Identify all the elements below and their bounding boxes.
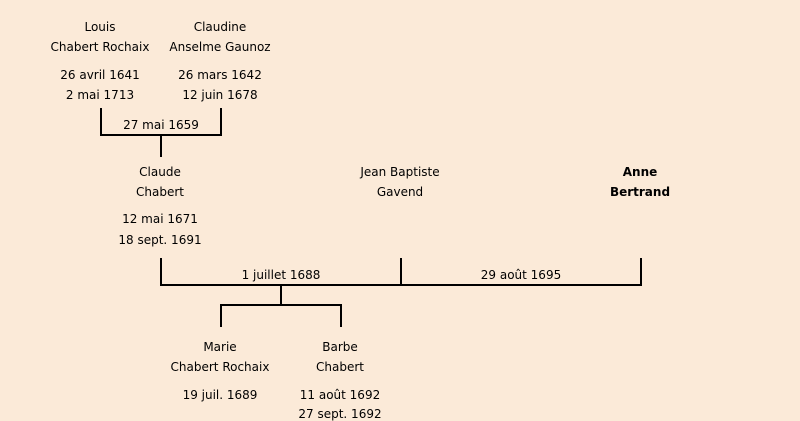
connector-line <box>280 284 282 306</box>
person-birth-date: 19 juil. 1689 <box>182 388 258 402</box>
connector-line <box>220 108 222 136</box>
person-first-name: Anne <box>622 165 658 179</box>
person-last-name: Chabert Rochaix <box>50 40 150 54</box>
person-last-name: Bertrand <box>609 185 671 199</box>
person-first-name: Marie <box>203 340 237 354</box>
marriage-date: 29 août 1695 <box>480 268 562 282</box>
person-last-name: Anselme Gaunoz <box>169 40 271 54</box>
person-birth-date: 26 avril 1641 <box>60 68 140 82</box>
person-first-name: Jean Baptiste <box>360 165 440 179</box>
person-birth-date: 12 mai 1671 <box>122 212 198 226</box>
person-first-name: Barbe <box>322 340 358 354</box>
marriage-date: 1 juillet 1688 <box>241 268 321 282</box>
marriage-date: 27 mai 1659 <box>123 118 199 132</box>
person-death-date: 12 juin 1678 <box>182 88 258 102</box>
person-last-name: Chabert <box>136 185 184 199</box>
person-last-name: Gavend <box>376 185 424 199</box>
person-first-name: Louis <box>84 20 116 34</box>
connector-line <box>220 304 222 327</box>
person-birth-date: 26 mars 1642 <box>178 68 262 82</box>
person-birth-date: 11 août 1692 <box>299 388 381 402</box>
person-last-name: Chabert Rochaix <box>170 360 270 374</box>
person-first-name: Claudine <box>193 20 247 34</box>
person-death-date: 18 sept. 1691 <box>118 233 202 247</box>
connector-line <box>160 284 642 286</box>
connector-line <box>220 304 342 306</box>
person-last-name: Chabert <box>316 360 364 374</box>
connector-line <box>400 258 402 286</box>
connector-line <box>100 108 102 136</box>
connector-line <box>160 134 162 157</box>
person-first-name: Claude <box>139 165 181 179</box>
person-death-date: 27 sept. 1692 <box>298 407 382 421</box>
connector-line <box>640 258 642 286</box>
connector-line <box>160 258 162 286</box>
person-death-date: 2 mai 1713 <box>65 88 135 102</box>
connector-line <box>340 304 342 327</box>
